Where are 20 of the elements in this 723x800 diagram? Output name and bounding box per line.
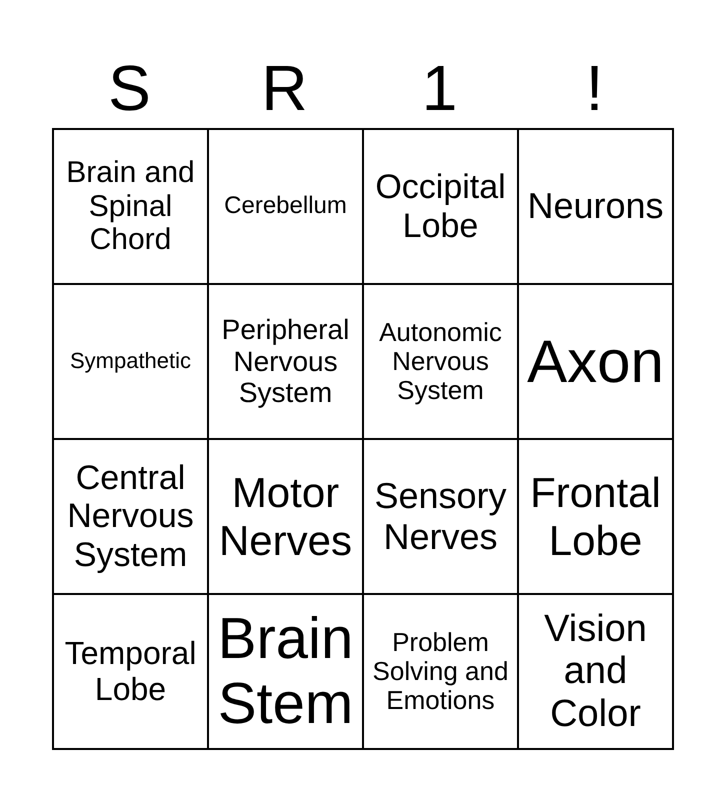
bingo-square: Neurons xyxy=(518,129,673,284)
bingo-square: Motor Nerves xyxy=(208,439,363,594)
bingo-square: Sympathetic xyxy=(53,284,208,439)
bingo-square: Sensory Nerves xyxy=(363,439,518,594)
bingo-square: Problem Solving and Emotions xyxy=(363,594,518,749)
bingo-square: Peripheral Nervous System xyxy=(208,284,363,439)
header-letter: ! xyxy=(584,52,604,124)
bingo-square: Occipital Lobe xyxy=(363,129,518,284)
bingo-square: Vision and Color xyxy=(518,594,673,749)
bingo-square: Frontal Lobe xyxy=(518,439,673,594)
bingo-square: Brain and Spinal Chord xyxy=(53,129,208,284)
bingo-square: Cerebellum xyxy=(208,129,363,284)
header-letter: S xyxy=(107,52,152,124)
bingo-square: Temporal Lobe xyxy=(53,594,208,749)
header-letter: R xyxy=(260,52,309,124)
bingo-square: Axon xyxy=(518,284,673,439)
bingo-square: Autonomic Nervous System xyxy=(363,284,518,439)
bingo-square: Brain Stem xyxy=(208,594,363,749)
header-letter: 1 xyxy=(420,52,458,124)
bingo-square: Central Nervous System xyxy=(53,439,208,594)
